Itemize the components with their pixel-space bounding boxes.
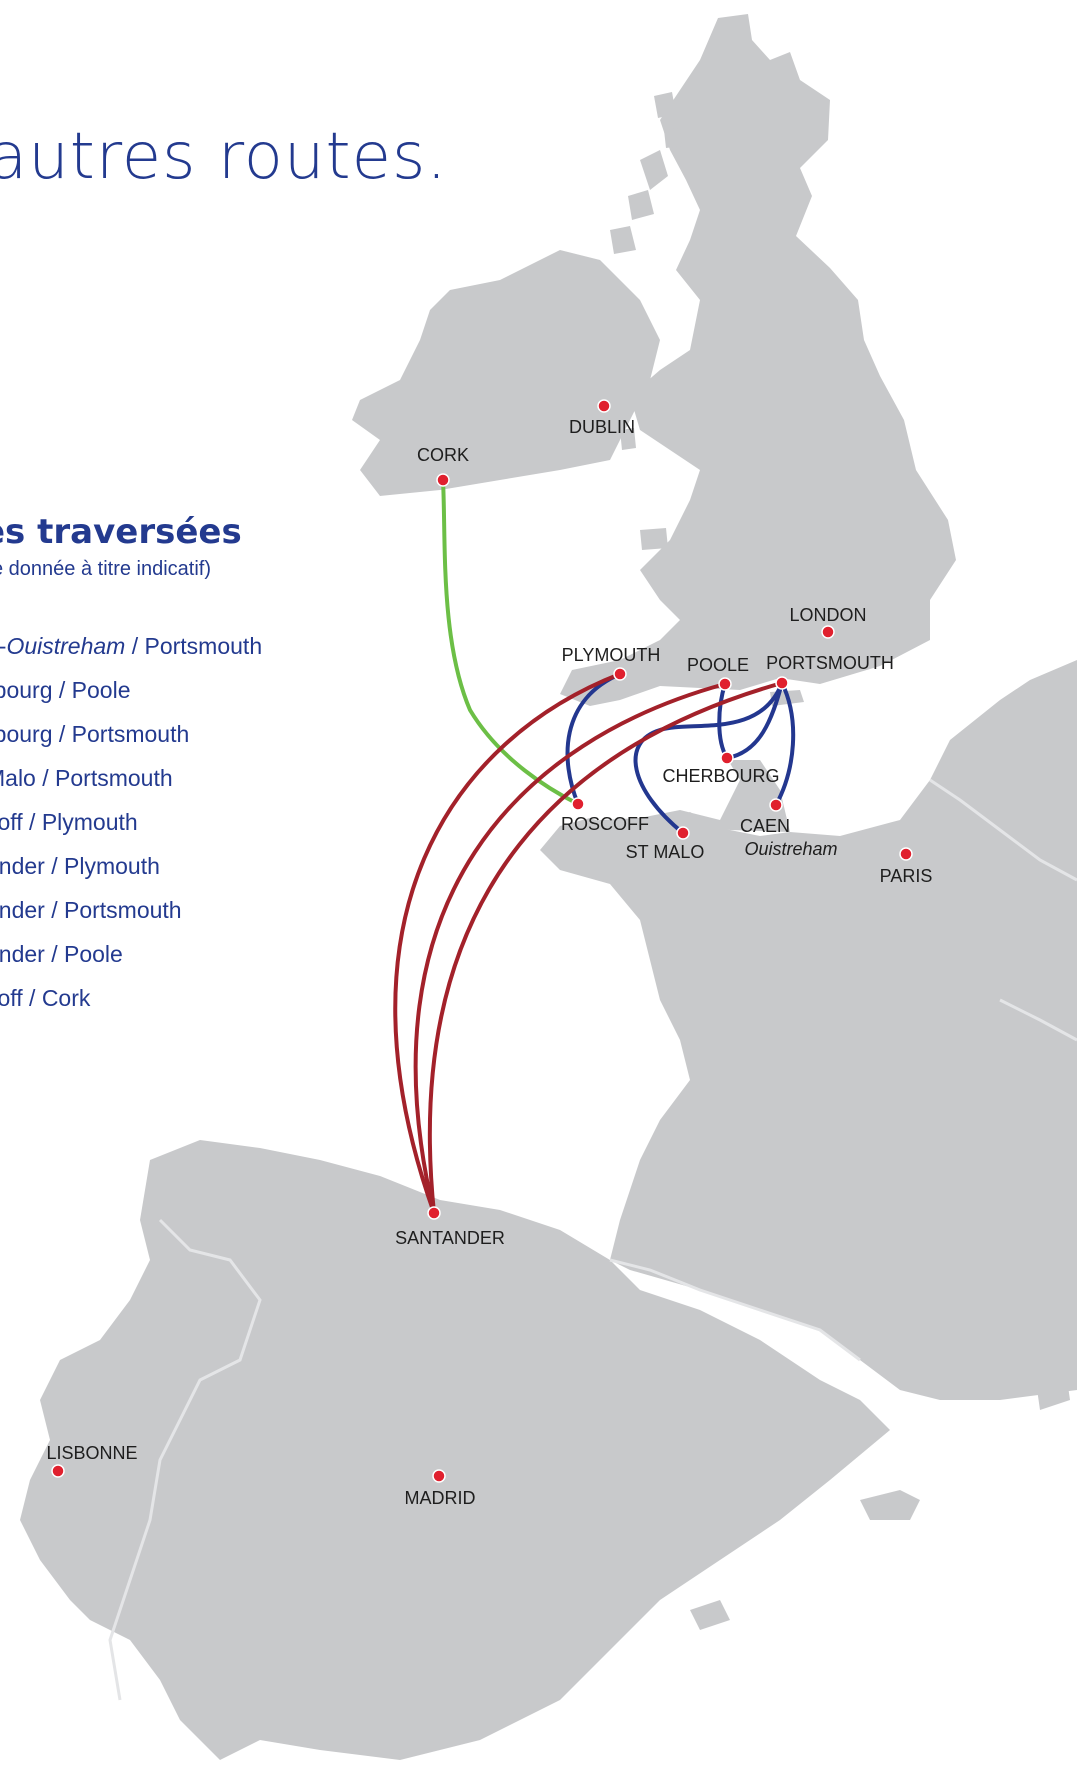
sardinia-land	[1030, 1330, 1070, 1410]
ferry-routes	[393, 478, 796, 1215]
route-list-item: ander / Portsmouth	[0, 897, 182, 923]
city-dot-caen	[769, 798, 783, 812]
city-sublabel-caen: Ouistreham	[744, 839, 837, 859]
route-list-item: ander / Plymouth	[0, 853, 160, 879]
city-dot-cherbourg	[720, 751, 734, 765]
city-dot-plymouth	[613, 667, 627, 681]
city-label-poole: POOLE	[687, 655, 749, 675]
landmasses	[20, 14, 1077, 1760]
corsica-land	[1040, 1190, 1070, 1260]
city-label-cherbourg: CHERBOURG	[662, 766, 779, 786]
legend-heading: es traversées	[0, 512, 242, 552]
city-markers: DUBLIN CORK LONDON PLYMOUTH POOLE PORTSMOUTH C…	[46, 399, 933, 1508]
route-list-item: n-Ouistreham / Portsmouth	[0, 633, 263, 659]
france-spain-border	[609, 1258, 861, 1362]
route-list-item: coff / Plymouth	[0, 809, 138, 835]
scotland-isles-4-land	[654, 92, 676, 118]
city-label-dublin: DUBLIN	[569, 417, 635, 437]
city-label-caen: CAEN	[740, 816, 790, 836]
city-label-madrid: MADRID	[405, 1488, 476, 1508]
route-poole-santander	[413, 682, 727, 1215]
city-label-stmalo: ST MALO	[626, 842, 705, 862]
isle-of-man-land	[620, 428, 636, 450]
city-dot-portsmouth	[775, 676, 789, 690]
route-list-item: Malo / Portsmouth	[0, 765, 173, 791]
scotland-isles-2-land	[628, 190, 654, 220]
city-label-roscoff: ROSCOFF	[561, 814, 649, 834]
iberia-land	[20, 1140, 890, 1760]
route-portsmouth-caen	[774, 681, 796, 807]
great-britain-land	[560, 14, 956, 706]
city-label-paris: PARIS	[880, 866, 933, 886]
city-label-plymouth: PLYMOUTH	[562, 645, 661, 665]
page-title-line-2: autres routes.	[0, 120, 448, 194]
anglesey-land	[640, 528, 668, 550]
balearic-1-land	[860, 1490, 920, 1520]
city-dot-roscoff	[571, 797, 585, 811]
route-portsmouth-santander	[427, 681, 784, 1215]
route-portsmouth-cherbourg	[725, 681, 784, 760]
france-benelux-land	[540, 660, 1077, 1400]
brittany-cotentin-land	[560, 760, 790, 836]
france-germany-border	[999, 998, 1077, 1042]
city-dot-madrid	[432, 1469, 446, 1483]
route-list-item: rbourg / Portsmouth	[0, 721, 190, 747]
france-belgium-border	[929, 778, 1077, 882]
scotland-isles-3-land	[610, 226, 636, 254]
balearic-2-land	[690, 1600, 730, 1630]
country-borders	[108, 778, 1077, 1701]
route-list-item: ander / Poole	[0, 941, 123, 967]
city-dot-cork	[436, 473, 450, 487]
city-dot-paris	[899, 847, 913, 861]
ireland-land	[352, 250, 660, 496]
city-dot-dublin	[597, 399, 611, 413]
legend-note: e donnée à titre indicatif)	[0, 558, 212, 580]
city-dot-stmalo	[676, 826, 690, 840]
city-label-london: LONDON	[789, 605, 866, 625]
city-label-lisbonne: LISBONNE	[46, 1443, 137, 1463]
route-list-item: rbourg / Poole	[0, 677, 131, 703]
spain-portugal-border	[108, 1218, 262, 1701]
city-label-santander: SANTANDER	[395, 1228, 505, 1248]
city-dot-santander	[427, 1206, 441, 1220]
city-dot-lisbonne	[51, 1464, 65, 1478]
route-list: n-Ouistreham / Portsmouth rbourg / Poole r…	[0, 624, 262, 1020]
route-cork-roscoff	[441, 478, 580, 806]
city-dot-london	[821, 625, 835, 639]
city-label-cork: CORK	[417, 445, 469, 465]
city-label-portsmouth: PORTSMOUTH	[766, 653, 894, 673]
scotland-isles-1-land	[640, 150, 668, 190]
route-plymouth-santander	[393, 672, 622, 1215]
route-list-item: coff / Cork	[0, 985, 91, 1011]
scotland-isles-5-land	[664, 128, 682, 148]
city-dot-poole	[718, 677, 732, 691]
